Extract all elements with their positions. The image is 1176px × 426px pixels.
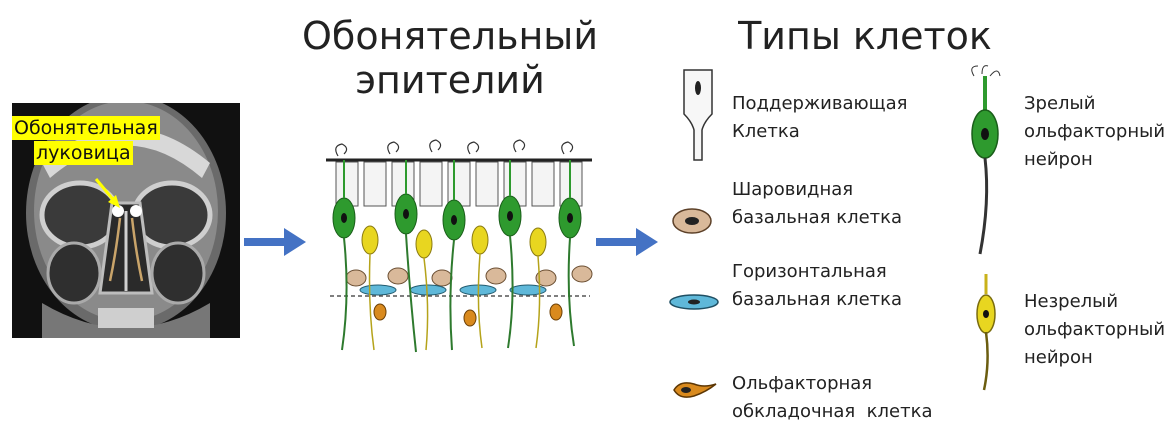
legend-ensheathing-cell-line2: обкладочная клетка	[732, 398, 933, 426]
arrow-right-icon	[244, 228, 306, 256]
epithelium-title-line2: эпителий	[300, 58, 600, 102]
epithelium-illustration	[320, 136, 600, 358]
mature-neuron-icon	[960, 62, 1010, 258]
cell-types-title-text: Типы клеток	[730, 14, 1000, 58]
legend-globose-basal-cell-line1: Шаровидная	[732, 176, 902, 204]
horizontal-basal-cell-icon	[668, 292, 720, 312]
epithelium-title-line1: Обонятельный	[300, 14, 600, 58]
epithelium-title: Обонятельный эпителий	[300, 14, 600, 102]
legend-supporting-cell-line1: Поддерживающая	[732, 90, 907, 118]
legend-horizontal-basal-cell-line2: базальная клетка	[732, 286, 902, 314]
legend-immature-neuron-line1: Незрелый	[1024, 288, 1165, 316]
legend-immature-neuron: Незрелый ольфакторный нейрон	[1024, 288, 1165, 372]
legend-immature-neuron-line2: ольфакторный	[1024, 316, 1165, 344]
epithelium-drawing	[320, 136, 600, 358]
olfactory-bulb-label: Обонятельная	[12, 116, 160, 140]
legend-horizontal-basal-cell: Горизонтальная базальная клетка	[732, 258, 902, 314]
ct-scan-panel: Обонятельная луковица	[12, 103, 240, 338]
supporting-cell-icon	[678, 66, 718, 166]
ensheathing-cell-icon	[670, 378, 720, 402]
olfactory-bulb-label-2: луковица	[34, 141, 133, 165]
globose-basal-cell-icon	[670, 206, 714, 236]
legend-mature-neuron: Зрелый ольфакторный нейрон	[1024, 90, 1165, 174]
legend-mature-neuron-line1: Зрелый	[1024, 90, 1165, 118]
immature-neuron-icon	[968, 272, 1004, 394]
olfactory-bulb-label-line1: Обонятельная	[14, 116, 158, 140]
arrow-right-icon-2	[596, 228, 658, 256]
legend-ensheathing-cell: Ольфакторная обкладочная клетка	[732, 370, 933, 426]
legend-horizontal-basal-cell-line1: Горизонтальная	[732, 258, 902, 286]
legend-supporting-cell-line2: Клетка	[732, 118, 907, 146]
olfactory-bulb-label-line2: луковица	[36, 141, 131, 165]
legend-supporting-cell: Поддерживающая Клетка	[732, 90, 907, 146]
legend-globose-basal-cell: Шаровидная базальная клетка	[732, 176, 902, 232]
legend-immature-neuron-line3: нейрон	[1024, 344, 1165, 372]
cell-types-title: Типы клеток	[730, 14, 1000, 58]
legend-ensheathing-cell-line1: Ольфакторная	[732, 370, 933, 398]
legend-mature-neuron-line2: ольфакторный	[1024, 118, 1165, 146]
legend-globose-basal-cell-line2: базальная клетка	[732, 204, 902, 232]
legend-mature-neuron-line3: нейрон	[1024, 146, 1165, 174]
